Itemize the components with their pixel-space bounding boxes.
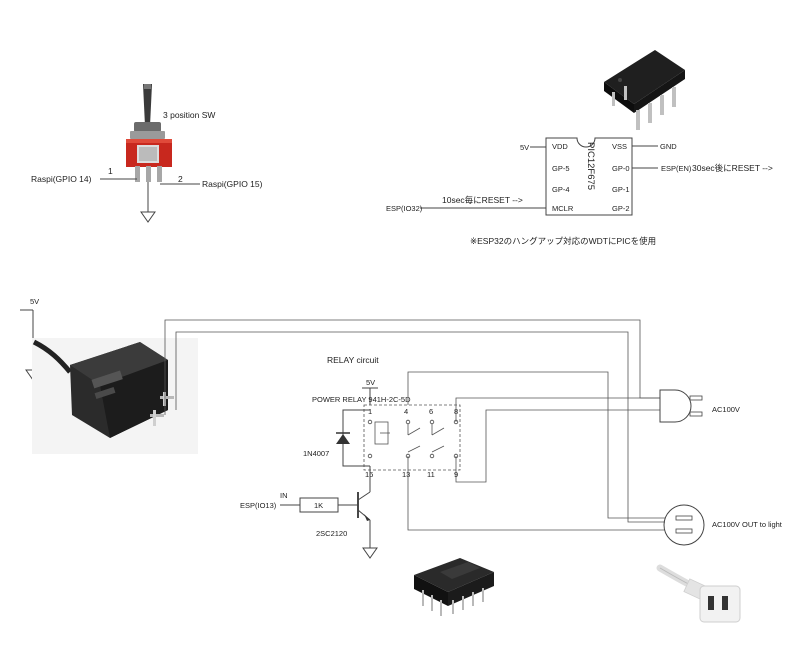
ac-plug-label: AC100V [712, 405, 740, 414]
switch-right-label: Raspi(GPIO 15) [202, 179, 263, 189]
pic-pin-vdd: VDD [552, 142, 568, 151]
pic-mclr-net: ESP(IO32) [386, 204, 423, 213]
relay-pin-16: 16 [365, 470, 373, 479]
toggle-switch-photo [126, 84, 172, 182]
adapter-lead-b [175, 331, 665, 523]
relay-section-title: RELAY circuit [327, 355, 379, 365]
input-label: IN [280, 491, 288, 500]
relay-part-name: POWER RELAY 941H-2C-5D [312, 395, 411, 404]
pic-pin-vss: VSS [612, 142, 627, 151]
relay-part-photo [414, 558, 494, 616]
outlet-extension-photo [656, 564, 741, 623]
pic-pin-mclr: MCLR [552, 204, 574, 213]
pic-pin-gp5: GP-5 [552, 164, 570, 173]
ac-adapter-photo [32, 338, 198, 454]
ac-outlet-symbol [663, 504, 705, 546]
pic-pin-gp0: GP-0 [612, 164, 630, 173]
relay-pin-11: 11 [427, 470, 435, 479]
ac-outlet-label: AC100V OUT to light [712, 520, 783, 529]
switch-title: 3 position SW [163, 110, 215, 120]
pic-mclr-note: 10sec毎にRESET --> [442, 195, 523, 205]
ac-plug-symbol [659, 389, 703, 423]
pic-pin-gp4: GP-4 [552, 185, 570, 194]
pic-footnote: ※ESP32のハングアップ対応のWDTにPICを使用 [470, 236, 656, 246]
relay-pin4-wire [407, 371, 665, 519]
pic-symbol [545, 137, 633, 216]
adapter-lead-a [164, 319, 660, 415]
switch-pin2-label: 2 [178, 174, 183, 184]
input-net: ESP(IO13) [240, 501, 277, 510]
relay-pin8-wire [455, 397, 660, 422]
pic-pin-gp2: GP-2 [612, 204, 630, 213]
transistor-label: 2SC2120 [316, 529, 347, 538]
pic-vdd-net: 5V [520, 143, 529, 152]
relay-supply: 5V [366, 378, 375, 387]
switch-ground-symbol [140, 211, 156, 223]
relay-pin-13: 13 [402, 470, 410, 479]
pic-pin-gp1: GP-1 [612, 185, 630, 194]
relay-pin-6: 6 [429, 407, 433, 416]
diode-label: 1N4007 [303, 449, 329, 458]
adapter-net: 5V [30, 297, 39, 306]
transistor-ground-symbol [362, 547, 378, 559]
diode-wire [342, 409, 370, 467]
diode-symbol [336, 432, 350, 444]
resistor-label: 1K [314, 501, 323, 510]
relay-pin13-wire [407, 456, 665, 531]
pic-chip-photo [604, 50, 685, 130]
pic-vss-net: GND [660, 142, 677, 151]
relay-pin9-wire [455, 409, 660, 483]
pic-gp0-net: ESP(EN) [661, 164, 692, 173]
transistor-symbol [357, 491, 371, 521]
relay-pin-1: 1 [368, 407, 372, 416]
pic-gp0-note: 30sec後にRESET --> [692, 163, 773, 173]
relay-symbol [363, 404, 461, 471]
switch-left-label: Raspi(GPIO 14) [31, 174, 92, 184]
relay-pin-4: 4 [404, 407, 408, 416]
pic-part-name: PIC12F675 [585, 142, 596, 190]
switch-pin1-label: 1 [108, 166, 113, 176]
